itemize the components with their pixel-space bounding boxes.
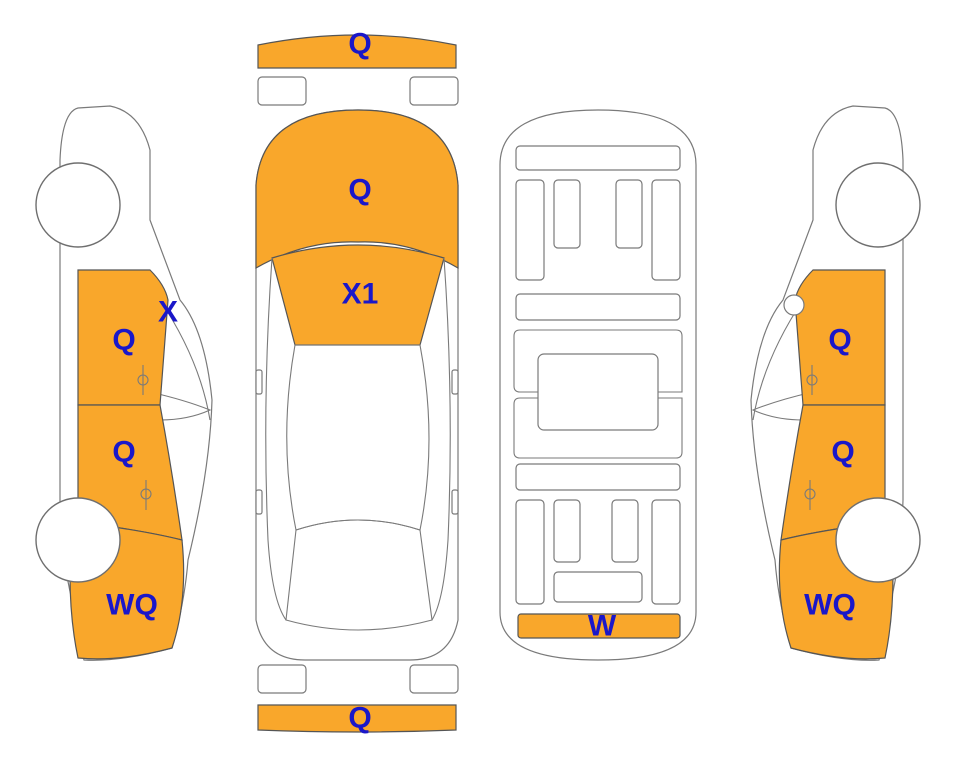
rear-window-outline (285, 519, 433, 631)
label-left-front-door: Q (112, 324, 135, 357)
left-lock-rear (140, 488, 152, 500)
left-side-window-line (159, 299, 211, 421)
rear-light-right (409, 664, 459, 694)
right-lock-front (806, 374, 818, 386)
left-rear-wheel (35, 497, 121, 583)
right-rear-wheel (835, 497, 921, 583)
label-left-rear-quarter: WQ (106, 589, 158, 622)
label-right-rear-door: Q (831, 436, 854, 469)
label-right-rear-quarter: WQ (804, 589, 856, 622)
left-front-door-panel[interactable] (77, 269, 169, 406)
front-bumper-panel[interactable] (257, 34, 457, 69)
underside-rear-left-inner (553, 499, 581, 563)
underside-rear-right-inner (611, 499, 639, 563)
label-rear-bumper: Q (348, 702, 371, 735)
label-hood: Q (348, 174, 371, 207)
trunk-panel[interactable] (517, 613, 681, 639)
left-handle-top (255, 489, 263, 515)
right-a-pillar (431, 257, 451, 621)
underside-rear-left-rail (515, 499, 545, 605)
right-front-door-panel[interactable] (794, 269, 886, 406)
left-side-view: Q X Q WQ (35, 105, 213, 661)
right-lock-rear (804, 488, 816, 500)
right-side-view: Q Q WQ (750, 105, 921, 661)
front-light-left (257, 76, 307, 106)
underside-center-frame (513, 329, 683, 459)
underside-front-left-rail (515, 179, 545, 281)
underside-mid-bar-2 (515, 463, 681, 491)
windshield-panel[interactable] (271, 244, 445, 346)
underside-rear-muffler (553, 571, 643, 603)
left-lock-front (137, 374, 149, 386)
left-a-pillar (265, 257, 287, 621)
rear-bumper-panel[interactable] (257, 704, 457, 733)
right-mirror-top (451, 369, 459, 395)
right-side-fuel-cap (783, 294, 805, 316)
underside-front-left-inner (553, 179, 581, 249)
underside-view: W (499, 109, 697, 661)
left-mirror-top (255, 369, 263, 395)
label-front-bumper: Q (348, 28, 371, 61)
label-windshield: X1 (342, 278, 379, 311)
label-right-front-door: Q (828, 324, 851, 357)
left-side-mirror (149, 391, 212, 421)
front-light-right (409, 76, 459, 106)
underside-rear-right-rail (651, 499, 681, 605)
right-front-wheel (835, 162, 921, 248)
label-left-rear-door: Q (112, 436, 135, 469)
right-handle-top (451, 489, 459, 515)
hood-panel[interactable] (255, 109, 459, 270)
top-view: Q Q X1 Q (255, 28, 459, 735)
underside-front-right-rail (651, 179, 681, 281)
underside-mid-bar-1 (515, 293, 681, 321)
right-side-mirror (751, 391, 814, 421)
underside-front-bar (515, 145, 681, 171)
label-left-window: X (158, 296, 178, 329)
label-trunk-panel: W (588, 610, 617, 643)
underside-center-tank (537, 353, 659, 431)
rear-light-left (257, 664, 307, 694)
underside-front-right-inner (615, 179, 643, 249)
left-front-wheel (35, 162, 121, 248)
